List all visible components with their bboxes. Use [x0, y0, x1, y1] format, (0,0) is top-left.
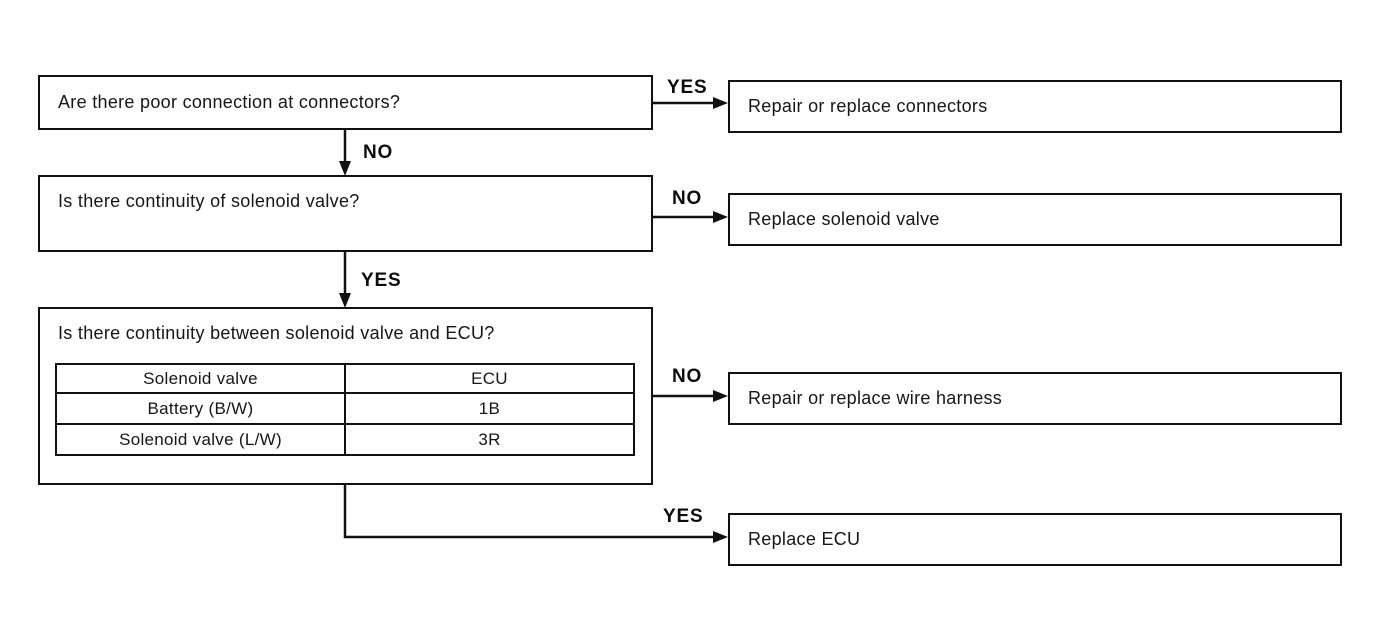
- pin-reference-table: Solenoid valve ECU Battery (B/W) 1B Sole…: [55, 363, 635, 456]
- decision-text-connectors: Are there poor connection at connectors?: [58, 91, 401, 112]
- branch-label-no-3: NO: [672, 366, 703, 387]
- table-cell-solenoid-valve-lw: Solenoid valve (L/W): [55, 423, 346, 456]
- branch-label-yes-3: YES: [663, 506, 704, 527]
- decision-box-solenoid-continuity: Is there continuity of solenoid valve?: [38, 175, 653, 252]
- branch-label-no-1: NO: [363, 142, 394, 163]
- table-header-solenoid-valve: Solenoid valve: [55, 363, 346, 394]
- table-cell-battery: Battery (B/W): [55, 392, 346, 425]
- decision-text-solenoid-ecu-continuity: Is there continuity between solenoid val…: [58, 323, 495, 343]
- action-text-replace-ecu: Replace ECU: [748, 528, 861, 549]
- branch-label-yes-2: YES: [361, 270, 402, 291]
- branch-label-yes-1: YES: [667, 77, 708, 98]
- action-box-repair-wire-harness: Repair or replace wire harness: [728, 372, 1342, 425]
- table-row: Solenoid valve (L/W) 3R: [55, 423, 635, 456]
- action-box-repair-connectors: Repair or replace connectors: [728, 80, 1342, 133]
- decision-text-solenoid-continuity: Is there continuity of solenoid valve?: [58, 191, 360, 211]
- decision-box-connectors: Are there poor connection at connectors?: [38, 75, 653, 130]
- table-header-row: Solenoid valve ECU: [55, 363, 635, 394]
- action-text-replace-solenoid-valve: Replace solenoid valve: [748, 208, 940, 229]
- table-header-ecu: ECU: [344, 363, 635, 394]
- action-box-replace-solenoid-valve: Replace solenoid valve: [728, 193, 1342, 246]
- branch-label-no-2: NO: [672, 188, 703, 209]
- action-box-replace-ecu: Replace ECU: [728, 513, 1342, 566]
- table-cell-3r: 3R: [344, 423, 635, 456]
- action-text-repair-wire-harness: Repair or replace wire harness: [748, 387, 1003, 408]
- table-cell-1b: 1B: [344, 392, 635, 425]
- table-row: Battery (B/W) 1B: [55, 392, 635, 425]
- action-text-repair-connectors: Repair or replace connectors: [748, 95, 988, 116]
